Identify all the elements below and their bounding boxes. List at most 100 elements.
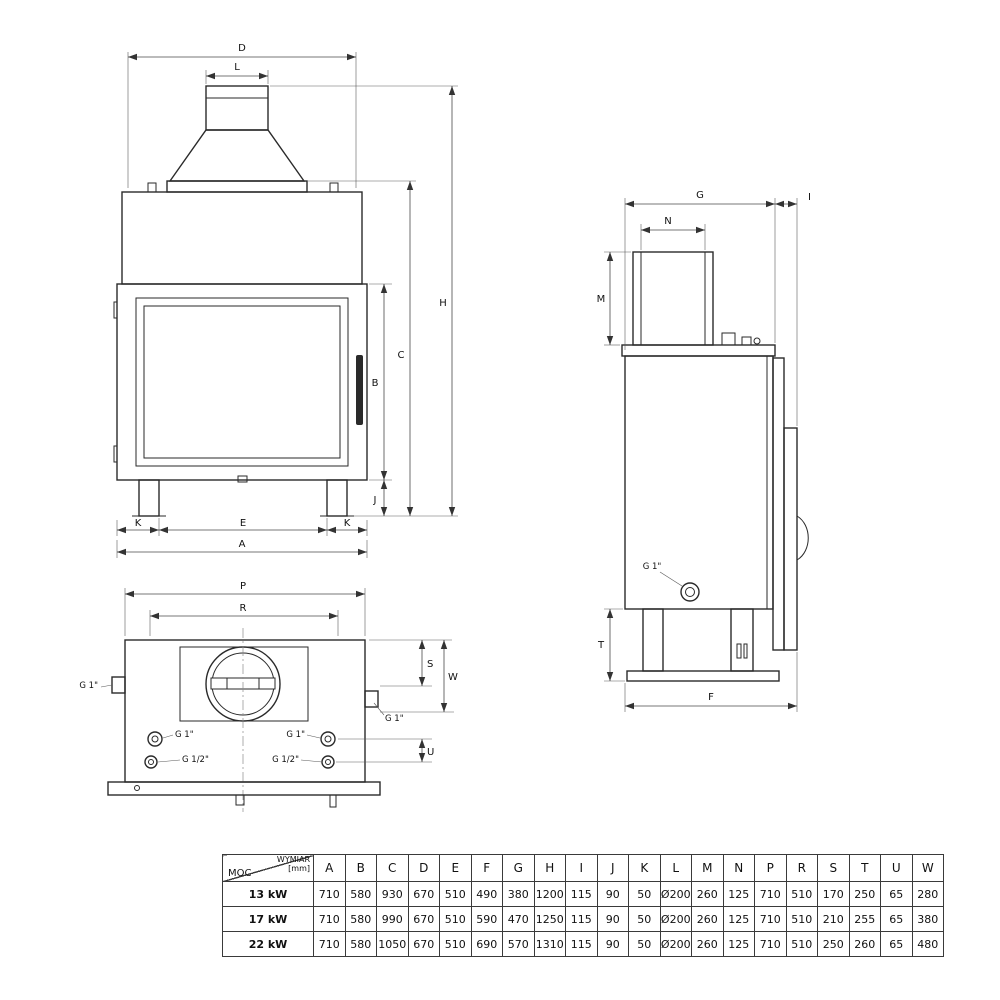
col-header-H: H [533,854,566,882]
col-header-U: U [880,854,913,882]
dim-value: 115 [565,881,598,907]
dim-label-I: I [808,192,811,203]
col-header-R: R [785,854,818,882]
bolt-left [147,182,157,193]
side-door-frame [772,357,785,651]
dim-label-K-left: K [135,518,142,529]
side-base-plate [626,670,780,682]
front-view: D L H C B J K E K A [113,43,458,558]
col-header-L: L [659,854,692,882]
side-handle-arc [796,515,809,561]
corner-moc: MOC [228,868,252,879]
dim-value: 710 [313,906,346,932]
fitting-label-right-g1: G 1" [385,714,404,724]
fitting-g12-br [321,755,335,769]
dim-label-C: C [398,350,405,361]
dim-value: 1250 [533,906,566,932]
col-header-J: J [596,854,629,882]
dim-label-K-right: K [344,518,351,529]
side-top-plate [621,344,776,357]
dim-value: 125 [722,906,755,932]
bolt-right [329,182,339,193]
dim-value: 510 [439,881,472,907]
col-header-I: I [565,854,598,882]
dim-value: 710 [313,931,346,957]
side-door [783,427,798,651]
side-view: G I N M T F G 1" [597,190,811,712]
col-header-F: F [470,854,503,882]
dim-label-N: N [664,216,671,227]
dim-label-E: E [240,518,246,529]
col-header-K: K [628,854,661,882]
col-header-S: S [817,854,850,882]
door-outer [116,283,368,481]
dim-value: 115 [565,906,598,932]
leg-right [326,479,348,517]
technical-drawing: D L H C B J K E K A [79,43,811,812]
dim-label-G: G [696,190,704,201]
dim-value: 580 [344,906,377,932]
bottom-body [124,639,366,783]
fitting-label-br-g12: G 1/2" [272,755,299,765]
corner-wymiar-unit: [mm] [288,863,310,873]
dim-value: 590 [470,906,503,932]
dim-value: 65 [880,906,913,932]
dim-value: 710 [754,906,787,932]
dim-value: 260 [691,906,724,932]
power-label: 17 kW [222,906,314,932]
side-chimney [632,251,714,346]
dim-value: 260 [691,931,724,957]
table-corner: WYMIAR [mm] MOC [222,854,314,882]
dim-label-U: U [427,747,434,758]
fitting-right [364,690,379,708]
corner-wymiar-word: WYMIAR [276,855,310,864]
dim-value: 250 [817,931,850,957]
dim-label-D: D [238,43,246,54]
dim-value: 50 [628,906,661,932]
col-header-N: N [722,854,755,882]
flue-collar [205,85,269,131]
dim-value: 670 [407,906,440,932]
dim-value: 380 [911,906,944,932]
fitting-label-bl-g12: G 1/2" [182,755,209,765]
dim-value: 90 [596,931,629,957]
dim-value: 260 [691,881,724,907]
power-label: 13 kW [222,881,314,907]
dim-value: 260 [848,931,881,957]
dim-label-L: L [234,62,240,73]
fitting-label-bl-g1: G 1" [175,730,194,740]
door-frame [135,297,349,467]
bottom-base-plate [107,781,381,796]
dim-value: 510 [439,906,472,932]
fitting-left [111,676,126,694]
col-header-A: A [313,854,346,882]
dim-label-J: J [373,495,377,506]
dim-value: 125 [722,931,755,957]
dim-value: 170 [817,881,850,907]
dim-value: 510 [439,931,472,957]
dim-value: 580 [344,881,377,907]
dim-value: 710 [754,931,787,957]
dim-value: 670 [407,931,440,957]
dim-label-S: S [427,659,433,670]
dim-value: 65 [880,931,913,957]
dim-label-A: A [239,539,246,550]
dim-value: 510 [785,881,818,907]
corner-wymiar: WYMIAR [mm] [277,856,310,874]
dim-value: 470 [502,906,535,932]
side-leg-rear [730,608,754,672]
dim-value: 50 [628,931,661,957]
leg-left [138,479,160,517]
dim-label-F: F [708,692,714,703]
top-fitting-1 [721,332,736,346]
dim-value: Ø200 [659,931,692,957]
dim-value: 255 [848,906,881,932]
bottom-view: P R S W U G 1" G 1" G 1" G 1" G 1/2" G 1… [79,581,458,812]
door-handle [356,355,363,425]
col-header-M: M [691,854,724,882]
hood [168,129,306,182]
col-header-D: D [407,854,440,882]
